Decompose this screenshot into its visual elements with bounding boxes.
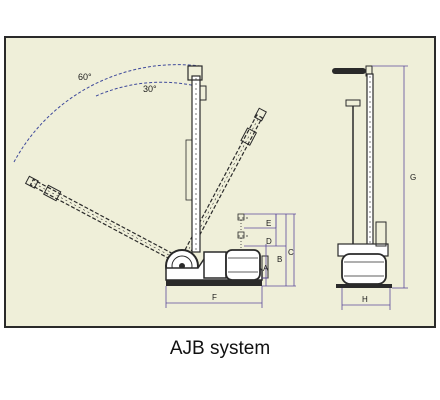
- vertical-dimensions: [244, 213, 296, 287]
- saddle-levels: [237, 213, 250, 250]
- dim-label-g: G: [410, 173, 416, 182]
- arc-30: [95, 81, 197, 97]
- jack-body: [165, 249, 269, 286]
- dim-label-d: D: [266, 237, 272, 246]
- handle-at-60: [178, 107, 267, 265]
- dim-label-e: E: [266, 219, 271, 228]
- dim-label-b: B: [277, 255, 282, 264]
- dimension-f: [165, 286, 263, 308]
- arc-60: [13, 64, 201, 163]
- diagram-caption: AJB system: [169, 338, 271, 359]
- side-view: 60° 30°: [13, 64, 296, 308]
- release-lever: [345, 99, 361, 244]
- handle-grip: [332, 68, 366, 74]
- dim-label-c: C: [288, 248, 294, 257]
- dim-label-f: F: [212, 293, 217, 302]
- dim-label-h: H: [362, 295, 368, 304]
- dimension-g: [372, 65, 408, 289]
- dimension-h: [341, 288, 391, 310]
- dim-label-a: A: [263, 264, 269, 273]
- front-view: G H: [332, 65, 416, 310]
- handle-upright: [185, 65, 207, 253]
- handle-at-30: [24, 175, 185, 266]
- angle-label-60: 60°: [78, 72, 92, 82]
- angle-label-30: 30°: [143, 84, 157, 94]
- front-body: [336, 221, 392, 288]
